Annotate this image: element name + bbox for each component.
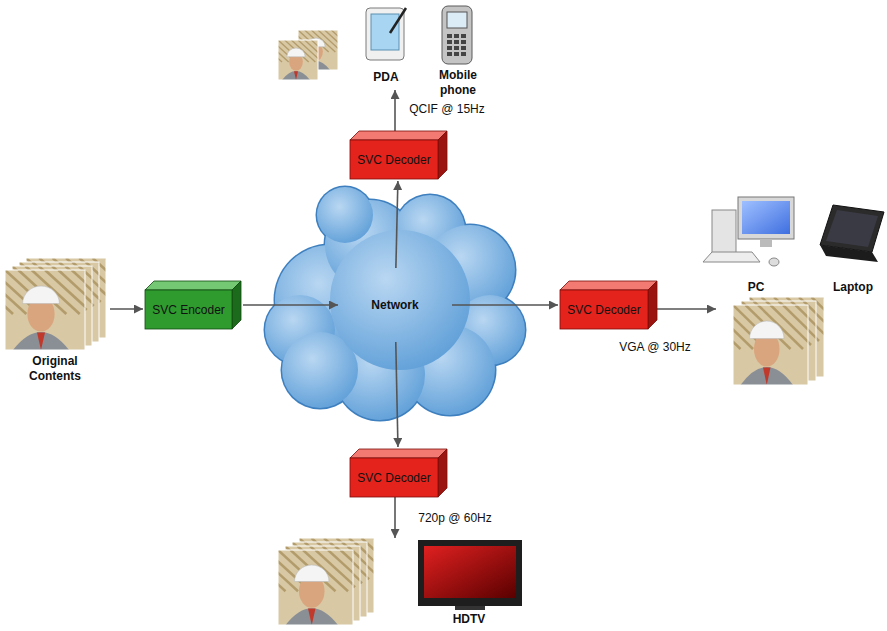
device-label: PC xyxy=(736,280,776,295)
encoder-box: SVC Encoder xyxy=(145,281,241,329)
connector-arrow xyxy=(396,342,398,447)
node-label: SVC Decoder xyxy=(560,303,648,317)
pc-icon xyxy=(703,197,794,266)
decoder-box: SVC Decoder xyxy=(350,449,447,497)
qcif-photo-stack xyxy=(251,30,382,80)
device-label: Laptop xyxy=(823,280,883,295)
device-label: PDA xyxy=(356,70,416,85)
device-label: HDTV xyxy=(439,612,499,627)
decoder-box: SVC Decoder xyxy=(560,281,657,329)
device-label: QCIF @ 15Hz xyxy=(392,102,502,117)
connector-arrow xyxy=(396,181,398,268)
device-label: Original Contents xyxy=(10,354,100,384)
pda-icon xyxy=(366,8,406,60)
device-label: VGA @ 30Hz xyxy=(605,340,705,355)
node-label: SVC Decoder xyxy=(350,153,438,167)
phone-icon xyxy=(442,6,472,64)
connector-arrow xyxy=(243,304,338,306)
node-label: Network xyxy=(340,298,450,312)
device-label: Mobile phone xyxy=(428,68,488,98)
device-label: 720p @ 60Hz xyxy=(405,511,505,526)
connector-arrow xyxy=(452,304,558,306)
network-cloud xyxy=(264,186,527,422)
decoder-box: SVC Decoder xyxy=(350,131,447,179)
device-arrow xyxy=(110,308,143,310)
node-label: SVC Decoder xyxy=(350,471,438,485)
network-node: Network xyxy=(340,270,450,340)
device-arrow xyxy=(651,308,716,310)
laptop-icon xyxy=(820,205,884,262)
device-arrow xyxy=(394,497,396,538)
hdtv-icon xyxy=(418,540,522,610)
device-arrow xyxy=(394,90,396,131)
node-label: SVC Encoder xyxy=(145,303,232,317)
vga-photo-stack xyxy=(683,297,887,385)
